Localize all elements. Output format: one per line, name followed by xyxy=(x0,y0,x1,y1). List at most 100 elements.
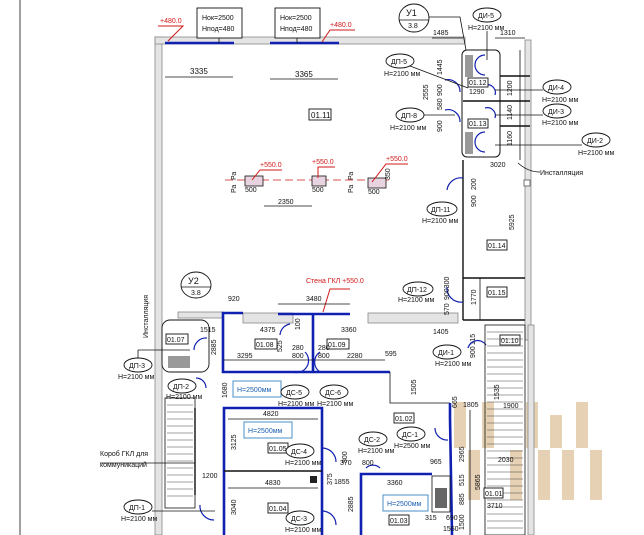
installation-note: Инсталляция xyxy=(143,295,150,338)
dim-1535: 1535 xyxy=(494,384,501,400)
svg-text:H=2100 мм: H=2100 мм xyxy=(435,361,471,368)
riser-icon xyxy=(523,179,531,187)
dim-1140: 1140 xyxy=(507,105,514,120)
dim-1200: 1200 xyxy=(202,473,218,480)
svg-text:115: 115 xyxy=(470,334,477,345)
dim-1445: 1445 xyxy=(437,59,444,75)
window-level: +480.0 xyxy=(160,18,182,25)
door-tag-dp1: ДП-1 H=2100 мм xyxy=(121,499,215,523)
dim-665: 665 xyxy=(452,396,459,408)
dim-280: 280 xyxy=(292,345,304,352)
dim-800: 800 xyxy=(362,460,374,467)
svg-text:H=2100 мм: H=2100 мм xyxy=(422,218,458,225)
dim-1855: 1855 xyxy=(334,479,350,486)
room-label-01-09: 01.09 xyxy=(328,342,346,349)
svg-text:+550.0: +550.0 xyxy=(386,156,408,163)
room-label-01-10: 01.10 xyxy=(501,338,519,345)
rooms-01-08-01-09: 01.08 01.09 xyxy=(221,311,390,374)
svg-text:ДП-1: ДП-1 xyxy=(129,505,145,512)
svg-text:570: 570 xyxy=(444,303,451,315)
dim-3480: 3480 xyxy=(306,296,322,303)
door-tag-di2: ДИ-2 H=2100 мм xyxy=(495,132,614,157)
svg-text:+550.0: +550.0 xyxy=(312,159,334,166)
dim-1310: 1310 xyxy=(500,30,516,37)
svg-text:H=2100 мм: H=2100 мм xyxy=(358,448,394,455)
ceiling-height-box xyxy=(232,380,282,398)
room-label-01-07: 01.07 xyxy=(167,337,185,344)
window-level: +480.0 xyxy=(330,22,352,29)
window-nok: Нок=2500 xyxy=(280,15,312,22)
room-label-01-11: 01.11 xyxy=(311,111,331,120)
ceiling-height: H=2500мм xyxy=(387,501,422,508)
svg-text:ДС-4: ДС-4 xyxy=(291,449,307,456)
installation-note: Инсталляция xyxy=(540,170,583,177)
svg-text:H=2100 мм: H=2100 мм xyxy=(542,97,578,104)
door-tag-di4: ДИ-4 H=2100 мм xyxy=(495,79,578,104)
watermark xyxy=(454,402,602,500)
svg-text:ДП-3: ДП-3 xyxy=(129,363,145,370)
dim-3335: 3335 xyxy=(190,67,208,76)
dim-3040: 3040 xyxy=(231,499,238,515)
room-label-01-05: 01.05 xyxy=(269,446,287,453)
svg-text:ДС-2: ДС-2 xyxy=(364,437,380,444)
svg-text:ДИ-1: ДИ-1 xyxy=(438,350,454,357)
door-tag-dp3: ДП-3 H=2100 мм xyxy=(118,349,190,381)
svg-text:H=2500 мм: H=2500 мм xyxy=(394,443,430,450)
axis-marker-u1: У1 3.8 xyxy=(398,3,467,51)
room-label-01-08: 01.08 xyxy=(256,342,274,349)
svg-text:Ра: Ра xyxy=(231,185,238,193)
dim-4375: 4375 xyxy=(260,327,276,334)
svg-text:1405: 1405 xyxy=(433,329,449,336)
svg-text:500: 500 xyxy=(245,187,257,194)
dim-885: 885 xyxy=(459,493,466,505)
dim-800: 800 xyxy=(342,451,349,463)
dim-2030: 2030 xyxy=(498,457,514,464)
door-tag-ds6: ДС-6 H=2100 мм xyxy=(317,384,353,408)
dim-580: 580 xyxy=(437,98,444,110)
svg-text:H=2100 мм: H=2100 мм xyxy=(118,374,154,381)
ceiling-height: H=2500мм xyxy=(248,428,283,435)
room-label-01-04: 01.04 xyxy=(269,506,287,513)
dim-1515: 1515 xyxy=(200,327,216,334)
svg-text:500: 500 xyxy=(312,187,324,194)
svg-text:3.8: 3.8 xyxy=(408,23,418,30)
svg-text:900: 900 xyxy=(470,346,477,358)
svg-text:H=2100 мм: H=2100 мм xyxy=(317,401,353,408)
room-label-01-13: 01.13 xyxy=(469,121,487,128)
svg-text:H=2100 мм: H=2100 мм xyxy=(285,527,321,534)
svg-text:H=2100 мм: H=2100 мм xyxy=(542,120,578,127)
dim-800: 800 xyxy=(292,353,304,360)
room-label-01-12: 01.12 xyxy=(469,80,487,87)
dim-2885: 2885 xyxy=(348,496,355,512)
dim-315: 315 xyxy=(425,515,437,522)
exterior-walls xyxy=(154,36,535,535)
dim-3710: 3710 xyxy=(487,503,503,510)
svg-text:ДП-2: ДП-2 xyxy=(173,384,189,391)
window-npod: Нпод=480 xyxy=(202,26,235,33)
dim-2280: 2280 xyxy=(347,353,363,360)
dim-2885: 2885 xyxy=(211,339,218,355)
dim-2555: 2555 xyxy=(423,84,430,100)
dim-1485: 1485 xyxy=(433,30,449,37)
svg-text:ДП-8: ДП-8 xyxy=(401,113,417,120)
gkl-box-note: Короб ГКЛ для xyxy=(100,450,148,458)
dim-5865: 5865 xyxy=(475,474,482,490)
svg-text:ДИ-2: ДИ-2 xyxy=(587,138,603,145)
gkl-box-note: коммуникаций xyxy=(100,461,147,469)
svg-text:500: 500 xyxy=(368,189,380,196)
dim-900: 900 xyxy=(437,84,444,96)
door-tag-ds2: ДС-2 H=2100 мм xyxy=(358,431,394,455)
dim-800: 800 xyxy=(318,353,330,360)
svg-text:ДС-1: ДС-1 xyxy=(402,432,418,439)
dim-4830: 4830 xyxy=(265,480,281,487)
svg-text:H=2100 мм: H=2100 мм xyxy=(398,297,434,304)
svg-text:350: 350 xyxy=(385,168,392,180)
dim-1900: 1900 xyxy=(503,403,519,410)
door-tag-di5: ДИ-5 H=2100 мм xyxy=(468,7,504,60)
room-label-01-01: 01.01 xyxy=(485,491,503,498)
svg-text:ДС-6: ДС-6 xyxy=(325,390,341,397)
dim-1505: 1505 xyxy=(411,379,418,395)
door-tag-dp12: ДП-12 H=2100 мм xyxy=(398,281,434,304)
svg-text:У2: У2 xyxy=(188,276,199,286)
